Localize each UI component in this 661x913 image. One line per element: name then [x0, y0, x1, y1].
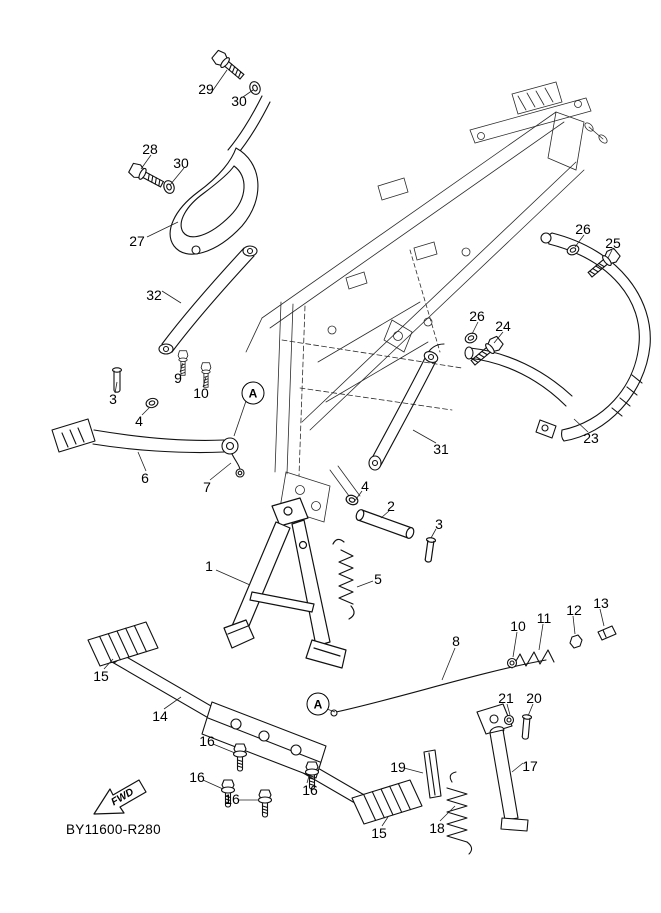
callout-15: 15	[371, 825, 387, 841]
callout-26: 26	[575, 221, 591, 237]
callout-26: 26	[469, 308, 485, 324]
callout-5: 5	[374, 571, 382, 587]
callout-30: 30	[231, 93, 247, 109]
callout-2: 2	[387, 498, 395, 514]
callout-4: 4	[361, 478, 369, 494]
side-stand-assembly	[423, 703, 533, 855]
callout-10: 10	[510, 618, 526, 634]
callout-9: 9	[174, 370, 182, 386]
callout-4: 4	[135, 413, 143, 429]
callout-21: 21	[498, 690, 514, 706]
callout-3: 3	[109, 391, 117, 407]
callout-1: 1	[205, 558, 213, 574]
callout-10: 10	[193, 385, 209, 401]
callout-20: 20	[526, 690, 542, 706]
callout-19: 19	[390, 759, 406, 775]
linkage-rod-assembly	[330, 625, 617, 717]
callout-15: 15	[93, 668, 109, 684]
frame-outline	[245, 81, 608, 523]
callout-8: 8	[452, 633, 460, 649]
callout-12: 12	[566, 602, 582, 618]
section-marker-A: A	[241, 381, 265, 405]
callout-31: 31	[433, 441, 449, 457]
footrest-bar-assembly	[87, 621, 423, 825]
callout-3: 3	[435, 516, 443, 532]
callout-27: 27	[129, 233, 145, 249]
callout-16: 16	[224, 791, 240, 807]
callout-16: 16	[302, 782, 318, 798]
rear-rail-assembly	[368, 232, 651, 471]
callout-28: 28	[142, 141, 158, 157]
callout-16: 16	[189, 769, 205, 785]
leader-lines	[103, 69, 613, 827]
pedal-assembly	[51, 350, 245, 478]
diagram-code: BY11600-R280	[66, 822, 161, 837]
callout-25: 25	[605, 235, 621, 251]
callout-24: 24	[495, 318, 511, 334]
callout-6: 6	[141, 470, 149, 486]
callout-11: 11	[536, 610, 552, 626]
callout-29: 29	[198, 81, 214, 97]
callout-30: 30	[173, 155, 189, 171]
callout-16: 16	[199, 733, 215, 749]
callout-23: 23	[583, 430, 599, 446]
callout-13: 13	[593, 595, 609, 611]
callout-18: 18	[429, 820, 445, 836]
callout-32: 32	[146, 287, 162, 303]
section-marker-A: A	[306, 692, 330, 716]
center-stand-assembly	[223, 493, 437, 669]
callout-14: 14	[152, 708, 168, 724]
handle-and-strut-assembly	[127, 48, 271, 355]
callout-17: 17	[522, 758, 538, 774]
callout-7: 7	[203, 479, 211, 495]
